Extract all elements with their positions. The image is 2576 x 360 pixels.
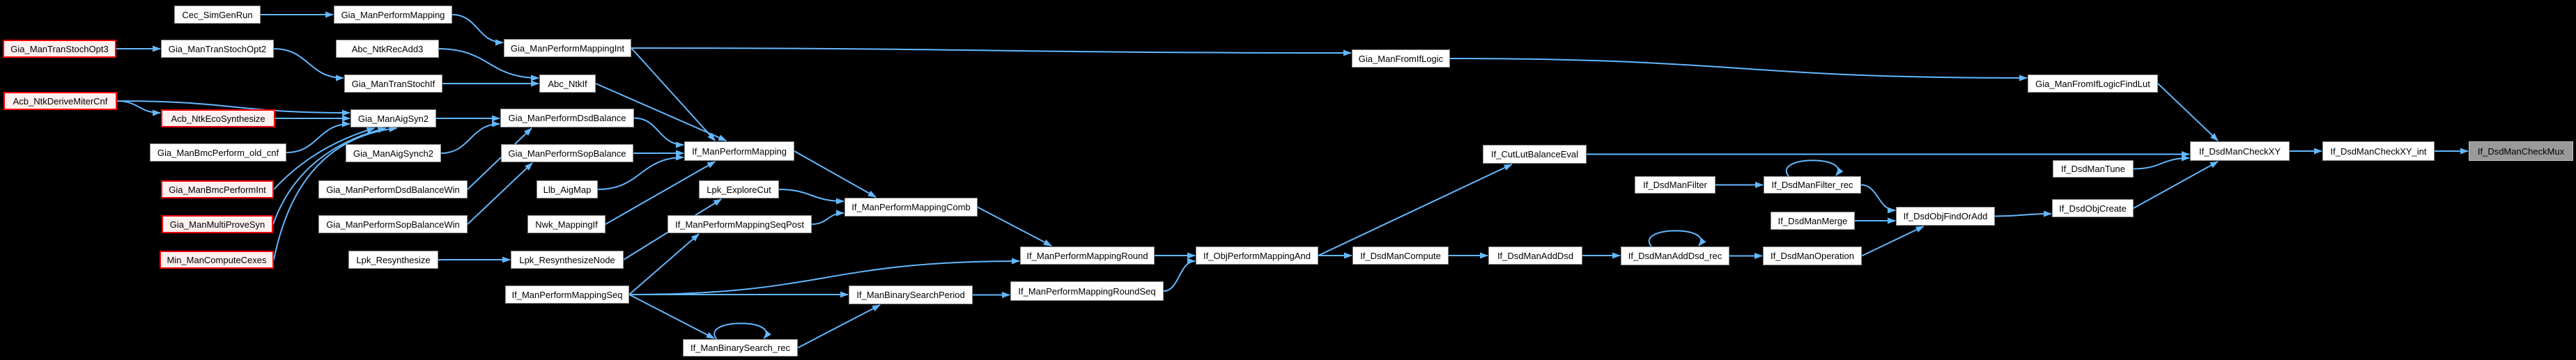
edge-if_manperformmapping-if_manperformmappingcomb [794, 150, 877, 198]
node-if_manperformmappinground[interactable]: If_ManPerformMappingRound [1020, 246, 1155, 265]
node-if_dsdmancompute[interactable]: If_DsdManCompute [1352, 246, 1449, 265]
edge-gia_manbmcperformint-gia_manaigsyn2 [273, 127, 376, 190]
edge-if_dsdobjcreate-if_dsdmancheckxy [2133, 161, 2219, 209]
node-gia_mantranstochopt3[interactable]: Gia_ManTranStochOpt3 [3, 40, 116, 58]
node-gia_manbmcperformint[interactable]: Gia_ManBmcPerformInt [161, 180, 274, 198]
edge-if_manperformmappingseq-if_manperformmappingseqpost [628, 233, 700, 295]
node-gia_manperformsopbalancewin[interactable]: Gia_ManPerformSopBalanceWin [318, 215, 468, 233]
node-if_manperformmappingcomb[interactable]: If_ManPerformMappingComb [844, 198, 978, 217]
edge-gia_manfromiflogicfindlut-if_dsdmancheckxy [2157, 83, 2219, 141]
node-if_dsdmanfilter[interactable]: If_DsdManFilter [1635, 176, 1715, 194]
edge-if_manperformmappingseqpost-if_manperformmappingcomb [811, 210, 844, 225]
edge-llb_aigmap-if_manperformmapping [597, 154, 684, 190]
edge-acb_ntkderivemitercnf-acb_ntkecosynthesize [116, 100, 161, 116]
node-gia_manaigsynch2[interactable]: Gia_ManAigSynch2 [346, 144, 441, 162]
edge-lpk_explorecut-if_manperformmappingcomb [778, 189, 844, 205]
edge-gia_manperformsopbalancewin-gia_manperformsopbalance [467, 162, 533, 225]
node-if_dsdmanfilter_rec[interactable]: If_DsdManFilter_rec [1764, 176, 1861, 194]
edge-gia_manperformmappingint-gia_manfromiflogic [631, 47, 1352, 56]
node-min_mancomputecexes[interactable]: Min_ManComputeCexes [160, 251, 274, 269]
edge-gia_manperformdsdbalancewin-gia_manperformdsdbalance [467, 127, 532, 190]
edge-nwk_mappingif-if_manperformmapping [605, 161, 716, 225]
node-if_dsdmanadddsd_rec[interactable]: If_DsdManAddDsd_rec [1621, 246, 1729, 265]
edge-if_objperformmappingand-if_cutlutbalanceeval [1318, 164, 1513, 256]
node-if_manperformmappingroundseq[interactable]: If_ManPerformMappingRoundSeq [1010, 281, 1164, 301]
node-gia_manperformdsdbalance[interactable]: Gia_ManPerformDsdBalance [500, 109, 634, 127]
node-gia_manperformmapping[interactable]: Gia_ManPerformMapping [334, 6, 452, 24]
edge-gia_manperformdsdbalance-if_manperformmapping [633, 117, 684, 148]
node-if_dsdmancheckmux: If_DsdManCheckMux [2469, 141, 2573, 161]
node-gia_manmultiprovesyn[interactable]: Gia_ManMultiProveSyn [162, 215, 273, 233]
node-abc_ntkrecadd3[interactable]: Abc_NtkRecAdd3 [336, 40, 439, 58]
node-lpk_explorecut[interactable]: Lpk_ExploreCut [699, 180, 779, 198]
edge-gia_manmultiprovesyn-gia_manaigsyn2 [272, 127, 387, 225]
node-gia_mantranstochopt2[interactable]: Gia_ManTranStochOpt2 [161, 40, 274, 58]
node-if_dsdobjfindoradd[interactable]: If_DsdObjFindOrAdd [1896, 207, 1995, 226]
node-if_dsdmancheckxy[interactable]: If_DsdManCheckXY [2190, 141, 2290, 161]
edge-if_dsdmanfilter_rec-if_dsdobjfindoradd [1860, 184, 1896, 214]
edge-if_dsdmantune-if_dsdmancheckxy [2133, 155, 2190, 170]
node-if_dsdmanmerge[interactable]: If_DsdManMerge [1771, 212, 1855, 230]
node-if_manperformmappingseqpost[interactable]: If_ManPerformMappingSeqPost [668, 215, 812, 233]
node-if_dsdmantune[interactable]: If_DsdManTune [2053, 160, 2134, 178]
node-abc_ntkif[interactable]: Abc_NtkIf [539, 75, 596, 93]
node-if_dsdmancheckxy_int[interactable]: If_DsdManCheckXY_int [2322, 141, 2435, 161]
node-gia_manfromiflogicfindlut[interactable]: Gia_ManFromIfLogicFindLut [2028, 75, 2158, 93]
node-gia_mantranstochif[interactable]: Gia_ManTranStochIf [344, 75, 442, 93]
node-if_dsdmanoperation[interactable]: If_DsdManOperation [1763, 246, 1862, 265]
node-if_manbinarysearch_rec[interactable]: If_ManBinarySearch_rec [683, 339, 798, 357]
node-gia_manperformmappingint[interactable]: Gia_ManPerformMappingInt [504, 39, 631, 57]
edge-if_manperformmappingseq-if_manbinarysearch_rec [628, 294, 715, 339]
node-llb_aigmap[interactable]: Llb_AigMap [537, 180, 598, 198]
edge-if_manbinarysearch_rec-if_manbinarysearchperiod [797, 304, 881, 349]
node-if_dsdmanadddsd[interactable]: If_DsdManAddDsd [1488, 246, 1582, 265]
node-lpk_resynthesize[interactable]: Lpk_Resynthesize [348, 251, 438, 269]
edge-gia_manperformmappingint-if_manperformmapping [631, 47, 716, 141]
node-nwk_mappingif[interactable]: Nwk_MappingIf [527, 215, 606, 233]
node-cec_simgenrun[interactable]: Cec_SimGenRun [174, 6, 261, 24]
edge-if_dsdmanfilter_rec-self [1785, 159, 1844, 177]
node-gia_manaigsyn2[interactable]: Gia_ManAigSyn2 [350, 109, 436, 127]
node-if_manperformmappingseq[interactable]: If_ManPerformMappingSeq [505, 285, 629, 304]
edge-if_dsdobjfindoradd-if_dsdobjcreate [1994, 210, 2052, 217]
node-if_objperformmappingand[interactable]: If_ObjPerformMappingAnd [1196, 246, 1318, 265]
node-if_dsdobjcreate[interactable]: If_DsdObjCreate [2052, 199, 2134, 217]
node-lpk_resynthesizenode[interactable]: Lpk_ResynthesizeNode [511, 251, 624, 269]
edge-if_manbinarysearch_rec-self [714, 322, 771, 340]
edge-min_mancomputecexes-gia_manaigsyn2 [273, 125, 398, 260]
node-gia_manfromiflogic[interactable]: Gia_ManFromIfLogic [1352, 49, 1450, 68]
edge-gia_mantranstochopt2-gia_mantranstochif [273, 48, 344, 81]
node-acb_ntkecosynthesize[interactable]: Acb_NtkEcoSynthesize [161, 109, 275, 127]
edge-gia_manaigsynch2-gia_manperformdsdbalance [440, 120, 500, 154]
edge-if_manperformmappingseq-if_manperformmappinground [628, 258, 1020, 295]
node-if_manperformmapping[interactable]: If_ManPerformMapping [684, 141, 794, 161]
edge-if_manperformmappingcomb-if_manperformmappinground [977, 206, 1052, 246]
node-gia_manbmcperform_old_cnf[interactable]: Gia_ManBmcPerform_old_cnf [150, 143, 286, 162]
edge-if_manperformmappingroundseq-if_objperformmappingand [1163, 258, 1196, 292]
edge-gia_manbmcperform_old_cnf-gia_manaigsyn2 [286, 120, 350, 153]
node-gia_manperformdsdbalancewin[interactable]: Gia_ManPerformDsdBalanceWin [318, 180, 468, 198]
edge-if_dsdmanoperation-if_dsdobjfindoradd [1861, 226, 1925, 257]
edge-if_dsdmanadddsd_rec-self [1648, 230, 1706, 247]
node-gia_manperformsopbalance[interactable]: Gia_ManPerformSopBalance [501, 144, 633, 162]
edge-gia_manperformmapping-gia_manperformmappingint [452, 14, 504, 46]
edge-abc_ntkif-if_manperformmapping [595, 83, 727, 141]
node-acb_ntkderivemitercnf[interactable]: Acb_NtkDeriveMiterCnf [3, 92, 117, 110]
edge-abc_ntkrecadd3-abc_ntkif [438, 48, 539, 81]
edge-acb_ntkderivemitercnf-gia_manaigsyn2 [116, 100, 350, 116]
node-if_cutlutbalanceeval[interactable]: If_CutLutBalanceEval [1483, 145, 1587, 164]
node-if_manbinarysearchperiod[interactable]: If_ManBinarySearchPeriod [849, 285, 973, 304]
edge-gia_manfromiflogic-gia_manfromiflogicfindlut [1449, 58, 2028, 81]
